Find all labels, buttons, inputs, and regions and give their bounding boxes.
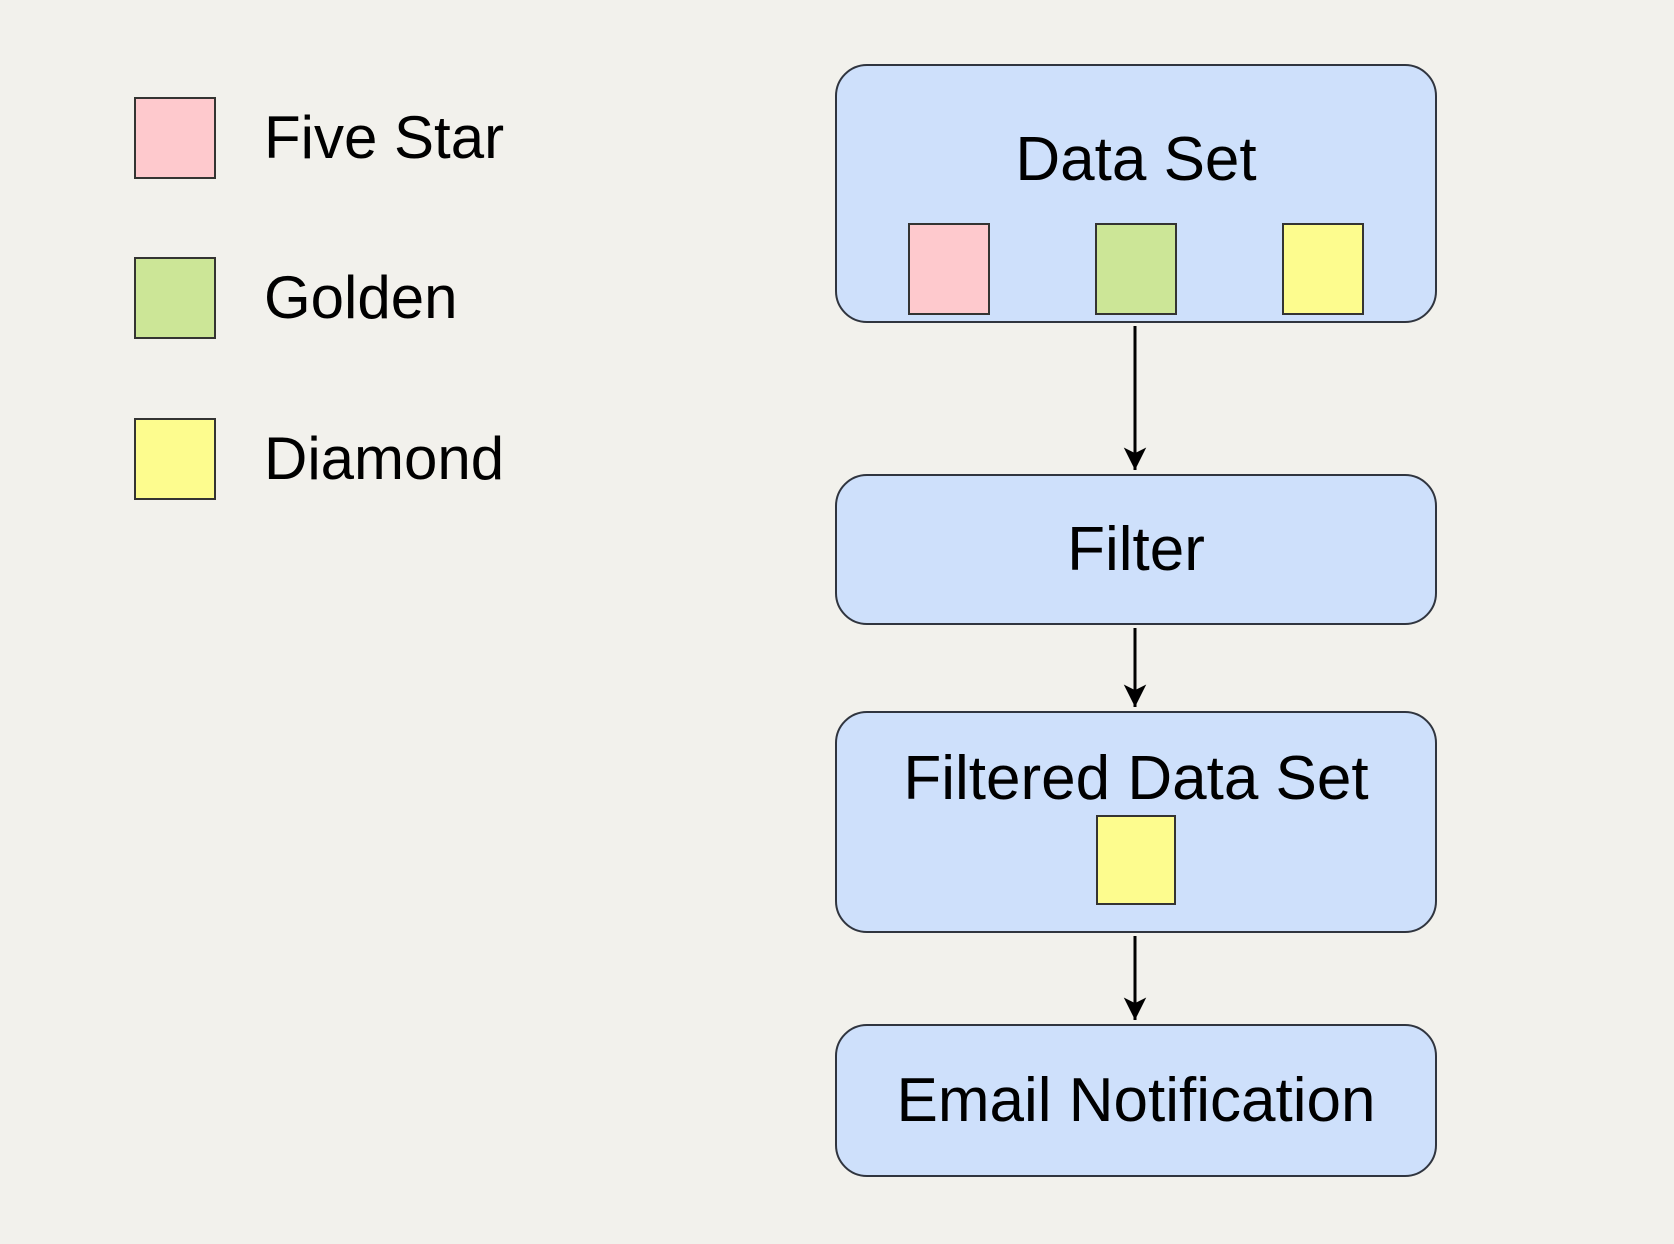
legend-label-golden: Golden	[264, 264, 458, 331]
node-filtered-data-set-title: Filtered Data Set	[903, 744, 1369, 813]
legend-item-diamond: Diamond	[134, 418, 504, 500]
data-set-swatch-row	[837, 223, 1435, 315]
node-data-set: Data Set	[835, 64, 1437, 323]
node-data-set-title: Data Set	[1015, 125, 1257, 194]
diamond-swatch	[134, 418, 216, 500]
legend-item-five-star: Five Star	[134, 97, 504, 179]
legend-label-diamond: Diamond	[264, 425, 505, 492]
node-filtered-data-set: Filtered Data Set	[835, 711, 1437, 933]
node-email-notification: Email Notification	[835, 1024, 1437, 1177]
golden-swatch	[134, 257, 216, 339]
legend-label-five-star: Five Star	[264, 104, 505, 171]
node-filter: Filter	[835, 474, 1437, 625]
filtered-data-set-swatch-row	[837, 815, 1435, 905]
legend-item-golden: Golden	[134, 257, 457, 339]
data-set-golden-swatch	[1095, 223, 1177, 315]
data-set-diamond-swatch	[1282, 223, 1364, 315]
node-filter-title: Filter	[1067, 514, 1205, 584]
node-email-notification-title: Email Notification	[896, 1065, 1376, 1135]
five-star-swatch	[134, 97, 216, 179]
filtered-data-set-diamond-swatch	[1096, 815, 1176, 905]
data-set-five-star-swatch	[908, 223, 990, 315]
